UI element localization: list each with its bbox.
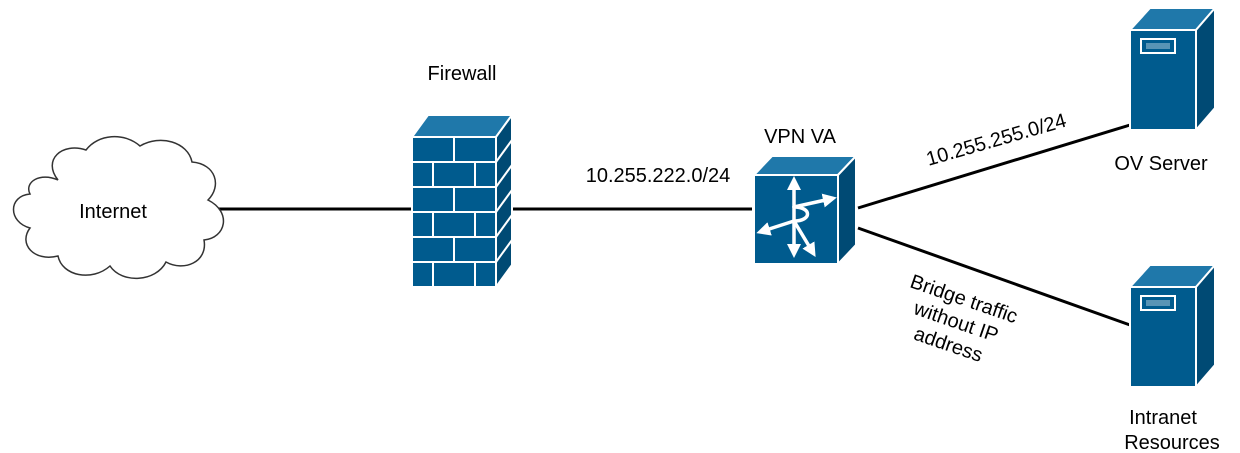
link-label-vpn-intranet: Bridge traffic without IP address [907, 271, 1020, 367]
cloud-icon [12, 135, 225, 280]
link-label-vpn-ov-server: 10.255.255.0/24 [924, 110, 1069, 171]
intranet-label-line2: Resources [1124, 432, 1220, 453]
server-icon [1129, 264, 1216, 388]
internet-label: Internet [79, 201, 147, 223]
link-vpn-ov-server [857, 123, 1131, 210]
link-vpn-intranet [857, 226, 1131, 327]
server-icon [1129, 7, 1216, 131]
firewall-icon [411, 114, 513, 288]
vpn-label: VPN VA [764, 126, 837, 148]
firewall-label: Firewall [428, 63, 497, 85]
router-icon [753, 155, 857, 265]
link-label-firewall-vpn: 10.255.222.0/24 [586, 165, 731, 187]
ov-server-label: OV Server [1114, 153, 1208, 175]
intranet-label-line1: Intranet [1129, 407, 1197, 429]
